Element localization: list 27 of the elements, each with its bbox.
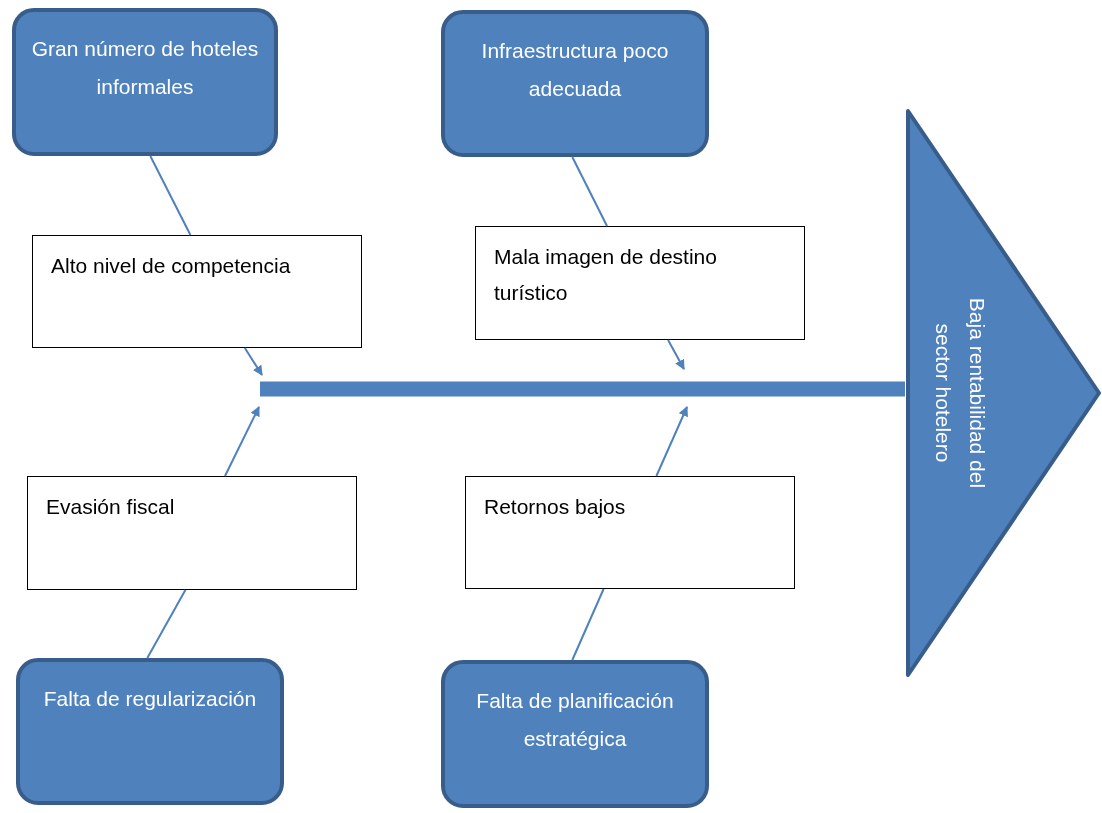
connector-line <box>146 589 187 659</box>
connector-line <box>571 156 608 227</box>
effect-box <box>475 226 805 340</box>
result-text: Baja rentabilidad del sector hotelero <box>931 296 990 491</box>
cause-box <box>441 10 709 157</box>
box-text: Gran número de hoteles informales <box>30 36 260 100</box>
box-text: Falta de regularización <box>43 686 257 712</box>
effect-box <box>27 476 357 590</box>
arrow <box>655 406 688 477</box>
result-triangle <box>905 108 1102 678</box>
arrow <box>243 347 263 376</box>
box-text: Infraestructura poco adecuada <box>480 38 670 102</box>
effect-box <box>465 476 795 589</box>
box-text: Alto nivel de competencia <box>51 253 292 279</box>
cause-box <box>12 8 278 156</box>
effect-box <box>32 235 362 348</box>
box-text: Falta de planificación estratégica <box>475 688 675 752</box>
box-text: Retornos bajos <box>484 494 627 520</box>
arrow <box>667 339 685 370</box>
cause-box <box>441 660 709 808</box>
spine-line <box>260 381 905 397</box>
box-text: Mala imagen de destino turístico <box>494 244 718 306</box>
connector-line <box>571 588 605 661</box>
arrow <box>224 406 260 477</box>
box-text: Evasión fiscal <box>46 494 176 520</box>
connector-line <box>149 155 192 236</box>
cause-box <box>16 658 284 805</box>
